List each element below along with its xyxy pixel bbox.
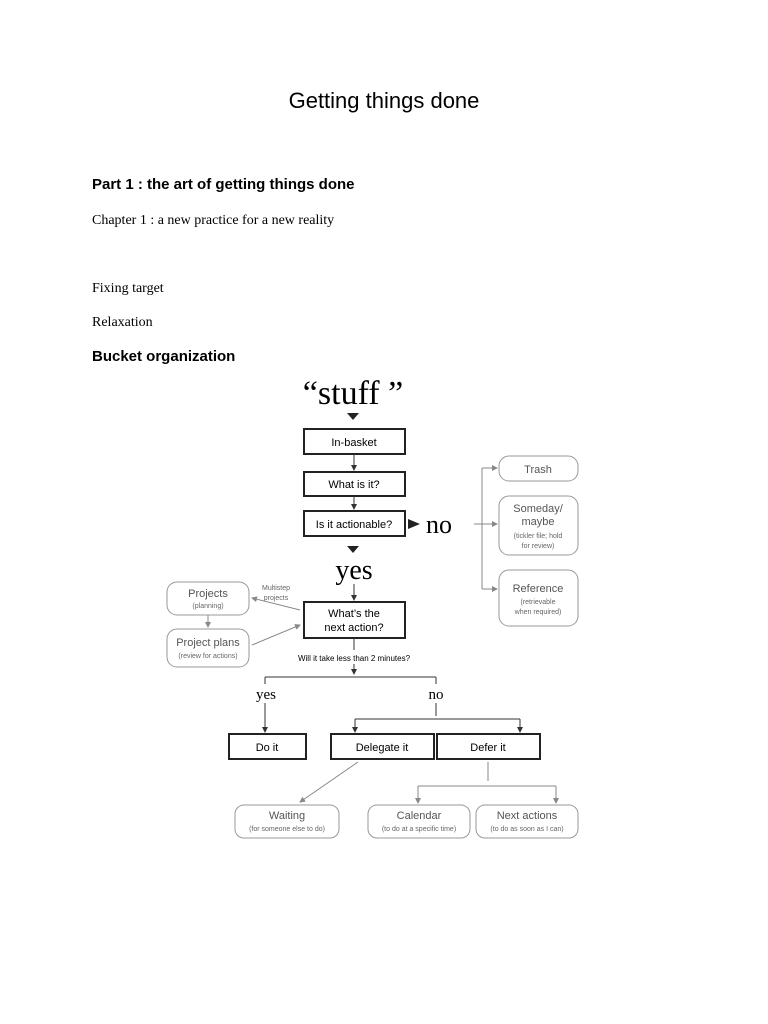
someday-sub-2: for review)	[522, 543, 555, 550]
calendar-sub: (to do at a specific time)	[382, 826, 456, 833]
maybe-label: maybe	[521, 516, 554, 528]
line-relaxation: Relaxation	[92, 315, 153, 330]
defer-it-label: Defer it	[470, 742, 505, 754]
yes-big-label: yes	[335, 555, 372, 586]
delegate-it-label: Delegate it	[356, 742, 409, 754]
connector	[251, 624, 301, 646]
what-is-it-label: What is it?	[328, 479, 379, 491]
no-big-label: no	[426, 510, 452, 539]
connector	[299, 761, 359, 803]
trash-label: Trash	[524, 464, 552, 476]
reference-label: Reference	[513, 583, 564, 595]
reference-box	[498, 569, 579, 627]
someday-maybe-box	[498, 495, 579, 556]
project-plans-label: Project plans	[176, 637, 240, 649]
is-actionable-box	[303, 510, 406, 537]
line-fixing-target: Fixing target	[92, 281, 164, 296]
someday-label: Someday/	[513, 503, 563, 515]
projects-label: Projects	[188, 588, 228, 600]
waiting-label: Waiting	[269, 810, 305, 822]
section-heading: Bucket organization	[92, 348, 236, 365]
calendar-label: Calendar	[397, 810, 442, 822]
yes-arrow	[347, 546, 359, 553]
delegate-it-box	[330, 733, 435, 760]
next-action-label-2: next action?	[324, 622, 383, 634]
multistep-label-1: Multistep	[262, 585, 290, 592]
what-is-it-box	[303, 471, 406, 497]
defer-it-box	[436, 733, 541, 760]
project-plans-box	[166, 628, 250, 668]
do-it-box	[228, 733, 307, 760]
project-plans-sub: (review for actions)	[178, 653, 237, 660]
document-title: Getting things done	[288, 88, 480, 113]
in-basket-box	[303, 428, 406, 455]
no-arrow	[408, 519, 420, 529]
projects-sub: (planning)	[192, 603, 223, 610]
in-basket-label: In-basket	[331, 437, 376, 449]
reference-sub-2: when required)	[514, 609, 562, 616]
calendar-box	[367, 804, 471, 839]
next-action-box	[303, 601, 406, 639]
chapter-heading: Chapter 1 : a new practice for a new rea…	[92, 213, 335, 228]
next-action-label-1: What’s the	[328, 608, 380, 620]
stuff-label: “stuff ”	[303, 375, 403, 412]
two-minutes-label: Will it take less than 2 minutes?	[298, 654, 411, 663]
is-actionable-label: Is it actionable?	[316, 519, 392, 531]
no-small-label: no	[429, 687, 444, 703]
connector	[251, 596, 301, 611]
part-heading: Part 1 : the art of getting things done	[92, 176, 355, 193]
waiting-box	[234, 804, 340, 839]
someday-sub-1: (tickler file; hold	[514, 533, 563, 540]
reference-sub-1: (retrievable	[520, 599, 555, 606]
next-actions-box	[475, 804, 579, 839]
do-it-label: Do it	[256, 742, 279, 754]
next-actions-sub: (to do as soon as I can)	[490, 826, 563, 833]
waiting-sub: (for someone else to do)	[249, 826, 325, 833]
multistep-label-2: projects	[264, 595, 289, 602]
yes-small-label: yes	[256, 687, 276, 703]
stuff-arrow	[347, 413, 359, 420]
next-actions-label: Next actions	[497, 810, 558, 822]
trash-box	[498, 455, 579, 482]
